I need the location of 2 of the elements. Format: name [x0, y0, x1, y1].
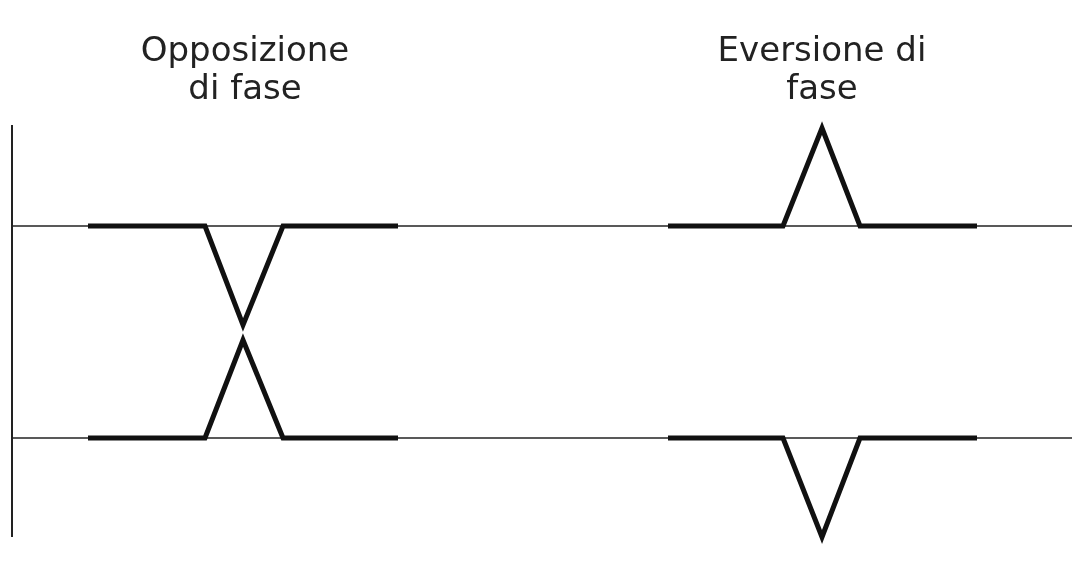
phase-caption: Opposizione di fase [139, 30, 351, 106]
phase-caption: Eversione di fase [716, 30, 928, 106]
